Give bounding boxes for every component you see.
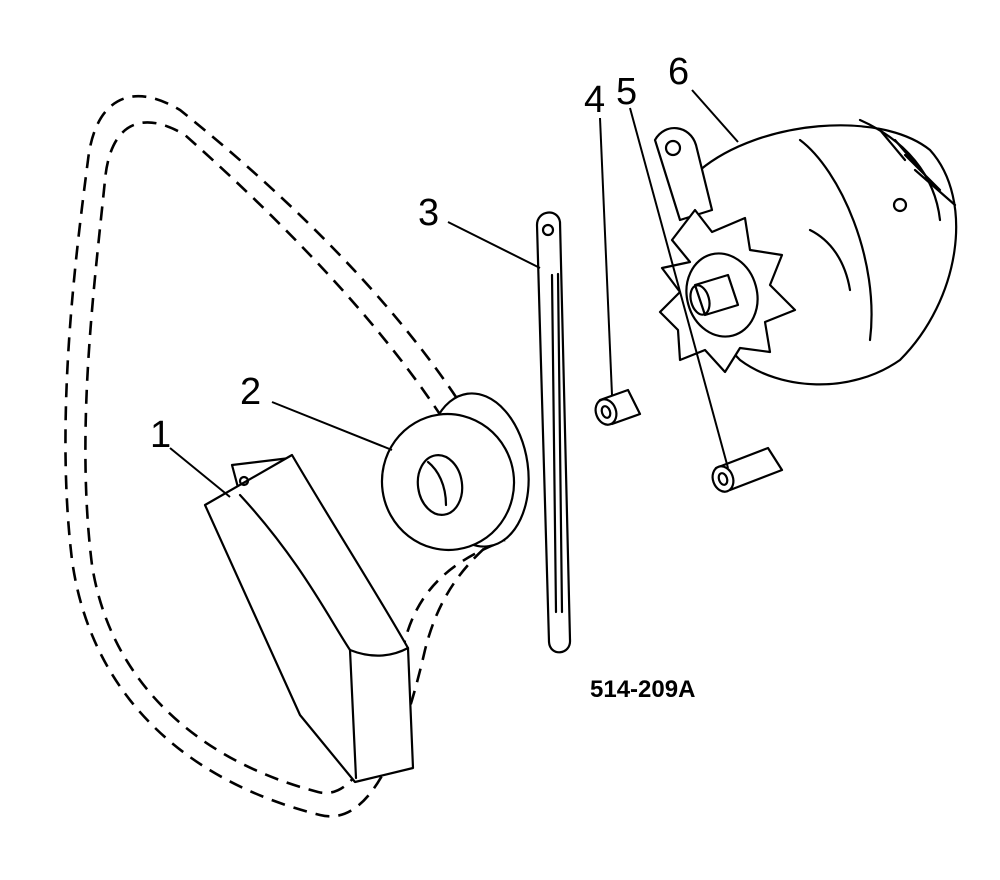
alternator <box>653 118 958 386</box>
adjusting-strap <box>535 211 572 654</box>
short-spacer <box>594 388 642 426</box>
figure-code: 514-209A <box>590 676 695 703</box>
leader-line-2 <box>271 401 393 451</box>
leader-line-1 <box>169 447 231 498</box>
callout-4: 4 <box>584 79 605 121</box>
leader-line-3 <box>447 221 541 269</box>
leader-line-5 <box>629 107 729 469</box>
leader-line-6 <box>691 89 739 143</box>
callout-1: 1 <box>150 414 171 456</box>
drive-belt <box>64 94 522 818</box>
callout-6: 6 <box>668 51 689 93</box>
pulley <box>380 392 530 552</box>
callout-5: 5 <box>616 71 637 113</box>
belt-guard <box>203 453 415 784</box>
long-spacer <box>711 446 784 493</box>
callout-3: 3 <box>418 192 439 234</box>
leader-line-4 <box>599 117 613 396</box>
callout-2: 2 <box>240 371 261 413</box>
